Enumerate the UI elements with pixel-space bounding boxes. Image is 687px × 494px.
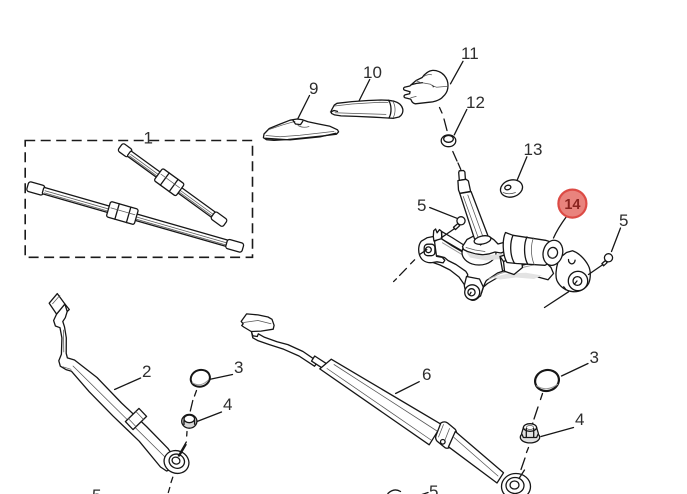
svg-text:11: 11	[461, 44, 479, 63]
svg-text:5: 5	[429, 482, 438, 494]
svg-text:1: 1	[144, 129, 153, 148]
svg-text:5: 5	[417, 196, 426, 215]
svg-text:5: 5	[619, 211, 628, 230]
svg-text:9: 9	[309, 79, 318, 98]
svg-text:3: 3	[234, 358, 243, 377]
svg-text:13: 13	[524, 140, 543, 159]
svg-text:3: 3	[590, 348, 599, 367]
svg-text:14: 14	[564, 197, 580, 213]
svg-text:4: 4	[575, 410, 584, 429]
svg-text:6: 6	[422, 365, 431, 384]
svg-text:2: 2	[142, 362, 151, 381]
svg-text:12: 12	[466, 93, 485, 112]
svg-text:4: 4	[223, 395, 232, 414]
svg-text:5: 5	[92, 486, 101, 494]
svg-text:10: 10	[363, 63, 382, 82]
